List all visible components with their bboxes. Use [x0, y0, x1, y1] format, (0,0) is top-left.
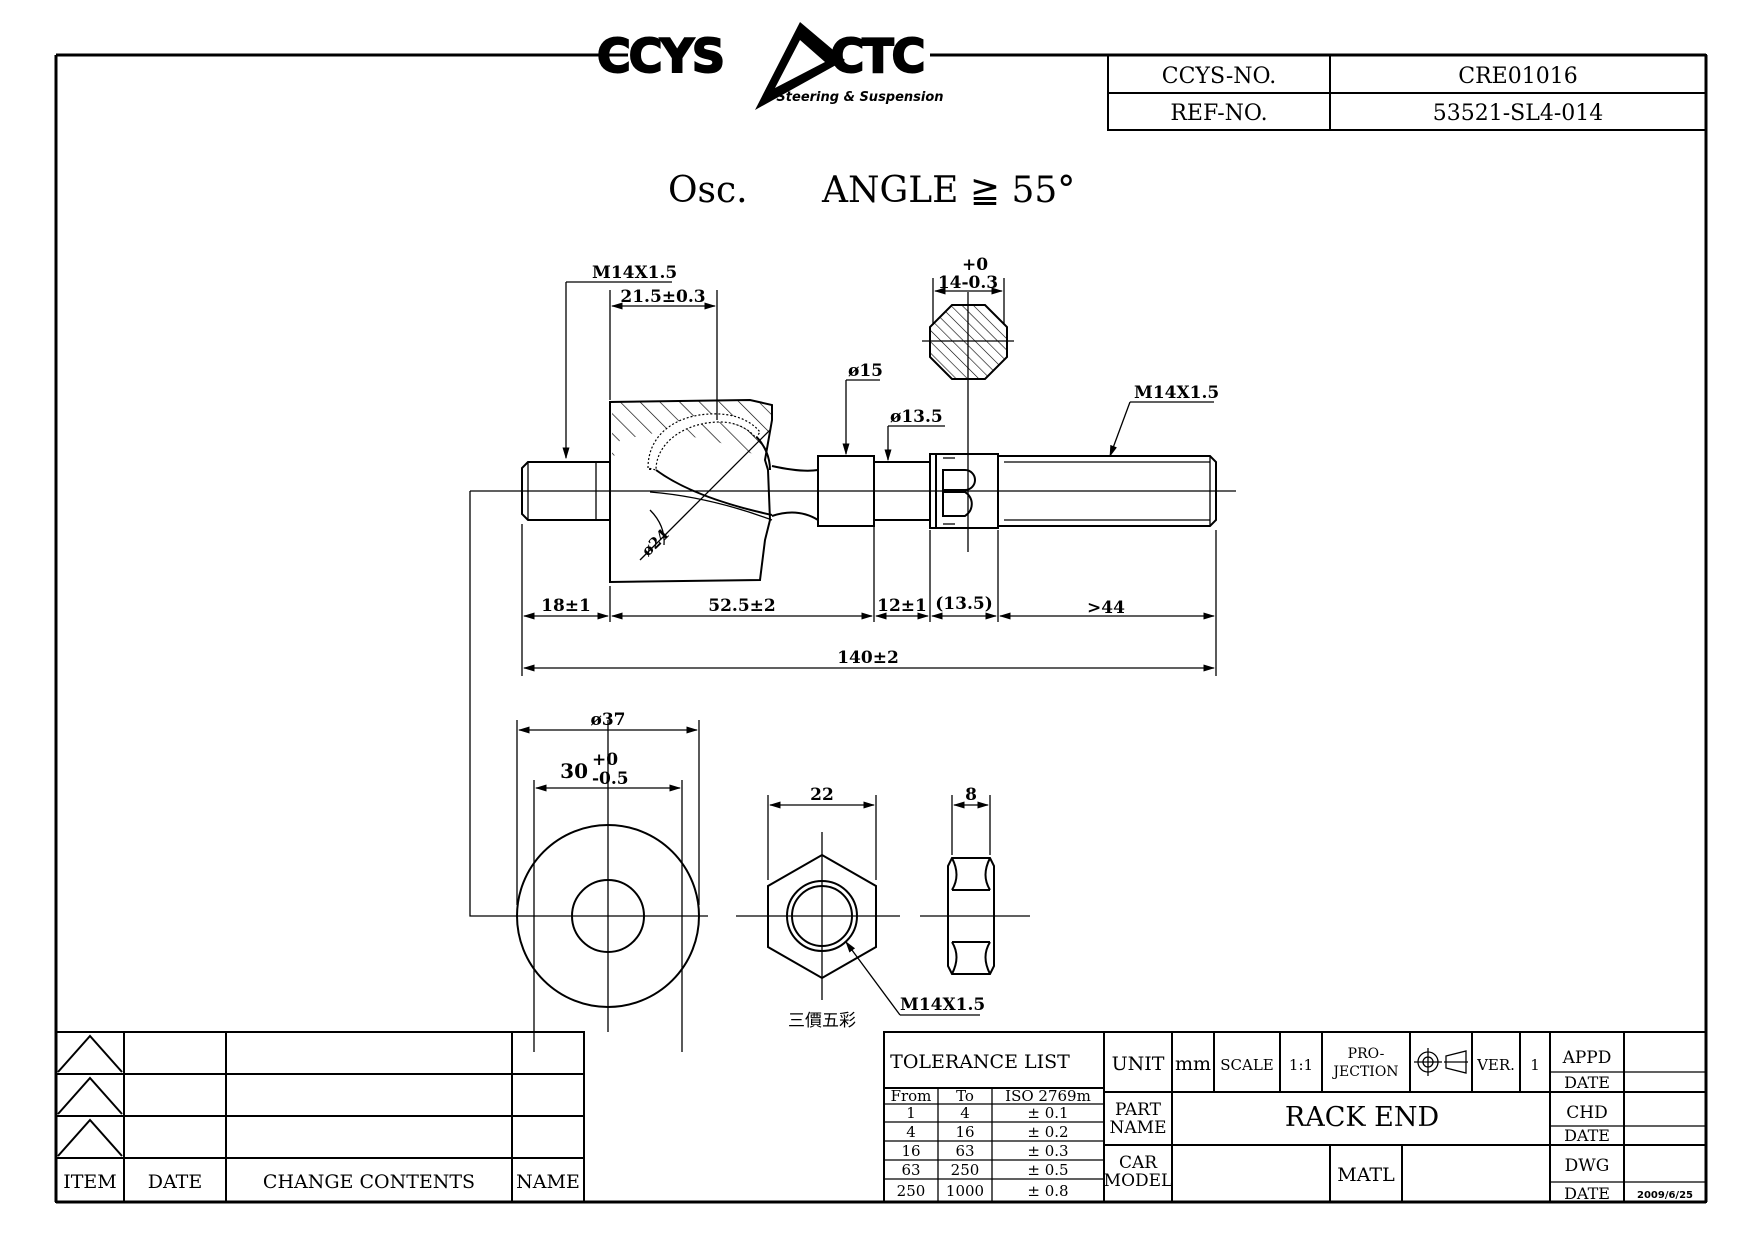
part-name-value: RACK END	[1285, 1102, 1439, 1133]
dwg-label: DWG	[1565, 1156, 1610, 1176]
ver-label: VER.	[1476, 1056, 1515, 1074]
scale-value: 1:1	[1289, 1056, 1313, 1074]
dim-dia-13-5: ø13.5	[890, 407, 943, 427]
ccys-no-label: CCYS-NO.	[1162, 64, 1277, 89]
tol-row-5-from: 250	[897, 1182, 926, 1200]
rev-header-name: NAME	[516, 1171, 580, 1193]
car-label-1: CAR	[1119, 1153, 1158, 1173]
dim-hex-tol: +0	[962, 255, 988, 275]
dim-30-plus: +0	[592, 750, 618, 770]
tol-row-4-from: 63	[901, 1161, 920, 1179]
dim-13-5: (13.5)	[935, 594, 993, 614]
rev-header-item: ITEM	[63, 1171, 117, 1193]
scale-label: SCALE	[1220, 1056, 1274, 1074]
tol-row-2-val: ± 0.2	[1027, 1123, 1068, 1141]
appd-date-label: DATE	[1564, 1073, 1610, 1092]
dim-18: 18±1	[541, 596, 591, 616]
dwg-date-value: 2009/6/25	[1637, 1190, 1693, 1201]
dim-nut-thread: M14X1.5	[900, 995, 985, 1015]
dwg-date-label: DATE	[1564, 1184, 1610, 1203]
rev-header-date: DATE	[148, 1171, 202, 1193]
tol-row-3-from: 16	[901, 1142, 920, 1160]
boot-end-view: ø37 30 +0 -0.5	[469, 491, 708, 1052]
projection-label-2: JECTION	[1331, 1064, 1398, 1080]
unit-value: mm	[1175, 1053, 1211, 1075]
tol-row-2-from: 4	[906, 1123, 916, 1141]
appd-label: APPD	[1562, 1048, 1612, 1068]
tol-row-5-to: 1000	[946, 1182, 984, 1200]
tol-header-iso: ISO 2769m	[1005, 1087, 1091, 1105]
car-label-2: MODEL	[1104, 1171, 1173, 1191]
first-angle-projection-icon	[1414, 1048, 1468, 1076]
tolerance-list: TOLERANCE LIST From To ISO 2769m 1 4 ± 0…	[883, 1031, 1105, 1203]
matl-label: MATL	[1337, 1164, 1395, 1186]
tolerance-title: TOLERANCE LIST	[890, 1051, 1070, 1073]
tol-row-5-val: ± 0.8	[1027, 1182, 1068, 1200]
logo-tagline: Steering & Suspension	[776, 90, 943, 105]
nut-front-view: 22 M14X1.5 三價五彩	[736, 785, 985, 1031]
company-logo: CCYS CTC Steering & Suspension	[596, 22, 944, 110]
tol-row-1-val: ± 0.1	[1027, 1104, 1068, 1122]
ref-no-label: REF-NO.	[1170, 101, 1267, 126]
chd-label: CHD	[1566, 1103, 1607, 1123]
tol-row-3-val: ± 0.3	[1027, 1142, 1068, 1160]
ccys-no-value: CRE01016	[1458, 64, 1577, 89]
ref-no-value: 53521-SL4-014	[1433, 101, 1604, 126]
dim-dia-15: ø15	[848, 361, 883, 381]
dim-thread-right: M14X1.5	[1134, 383, 1219, 403]
tol-header-to: To	[956, 1087, 974, 1105]
rack-end-side-view: ø24	[470, 292, 1236, 584]
logo-brand-right: CTC	[831, 29, 924, 83]
tol-row-4-val: ± 0.5	[1027, 1161, 1068, 1179]
part-label-2: NAME	[1110, 1118, 1167, 1138]
dim-12: 12±1	[877, 596, 927, 616]
tol-row-3-to: 63	[955, 1142, 974, 1160]
dim-44: >44	[1087, 598, 1125, 618]
dim-140: 140±2	[837, 648, 899, 668]
dim-nut-22: 22	[810, 785, 834, 805]
tol-row-4-to: 250	[951, 1161, 980, 1179]
drawing-frame	[54, 53, 1708, 1204]
chd-date-label: DATE	[1564, 1126, 1610, 1145]
part-label-1: PART	[1115, 1100, 1162, 1120]
nut-side-view: 8	[920, 785, 1030, 975]
tol-row-1-to: 4	[960, 1104, 970, 1122]
projection-label-1: PRO-	[1348, 1046, 1385, 1062]
nut-finish-note: 三價五彩	[788, 1011, 856, 1031]
dim-dia-37: ø37	[591, 710, 626, 730]
tol-row-2-to: 16	[955, 1123, 974, 1141]
tol-row-1-from: 1	[906, 1104, 916, 1122]
unit-label: UNIT	[1112, 1053, 1165, 1075]
osc-label: Osc.	[668, 170, 748, 211]
dim-52-5: 52.5±2	[708, 596, 775, 616]
dim-nut-8: 8	[965, 785, 977, 805]
title-block: UNIT mm SCALE 1:1 PRO- JECTION VER. 1 PA…	[1103, 1031, 1707, 1203]
header-number-box: CCYS-NO. CRE01016 REF-NO. 53521-SL4-014	[1107, 54, 1707, 131]
dim-30-minus: -0.5	[592, 769, 629, 789]
osc-angle: ANGLE ≧ 55°	[821, 170, 1075, 211]
dim-dia-24: ø24	[638, 525, 673, 560]
rev-header-change: CHANGE CONTENTS	[263, 1171, 475, 1193]
ver-value: 1	[1530, 1056, 1540, 1074]
revision-table: ITEM DATE CHANGE CONTENTS NAME	[55, 1031, 585, 1203]
dim-thread-left: M14X1.5	[592, 263, 677, 283]
dim-hex-size: 14-0.3	[938, 273, 998, 293]
logo-brand-left: CCYS	[597, 29, 723, 83]
tol-header-from: From	[891, 1087, 932, 1105]
dim-21-5: 21.5±0.3	[620, 287, 705, 307]
dim-30-main: 30	[560, 759, 588, 783]
side-view-dimensions: M14X1.5 21.5±0.3 +0 14-0.3 ø15 ø13.5 M14…	[521, 255, 1219, 676]
